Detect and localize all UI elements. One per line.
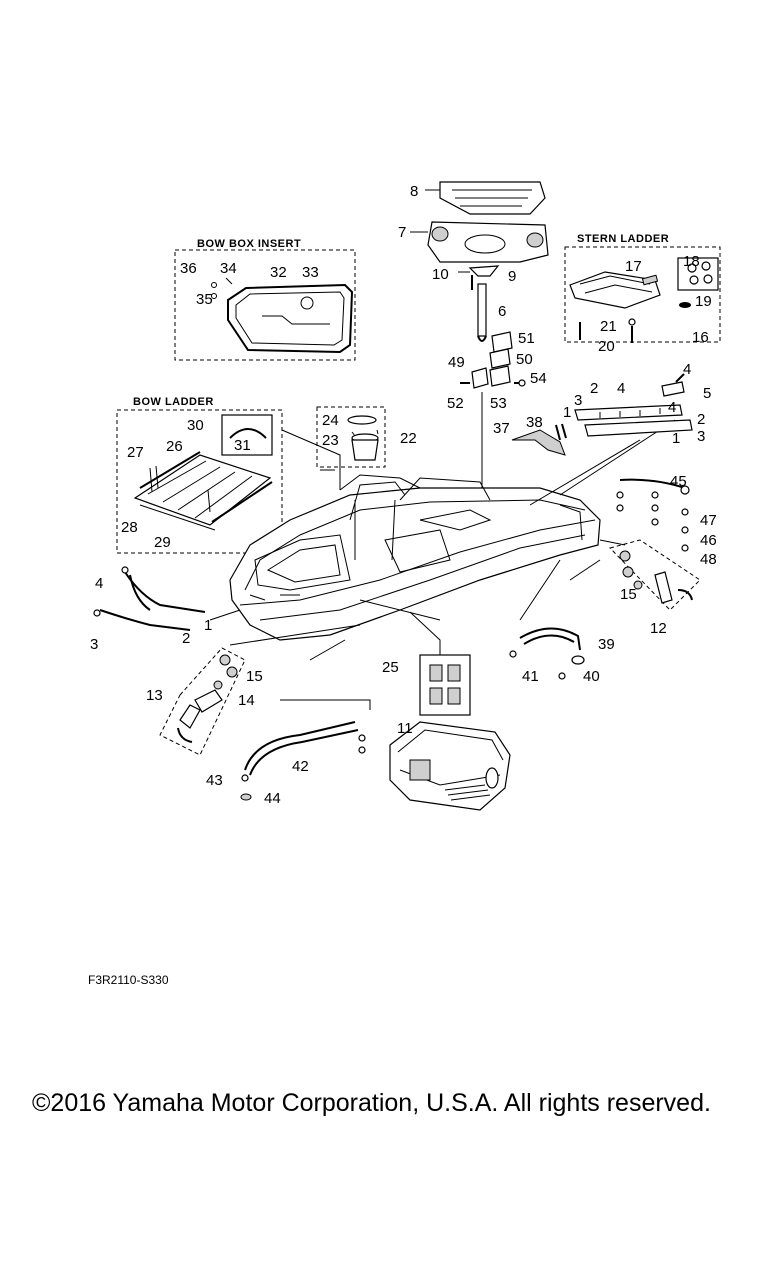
callout-22: 22 bbox=[400, 430, 417, 447]
stern-rail-parts bbox=[574, 373, 693, 437]
callout-35: 35 bbox=[196, 291, 213, 308]
callout-48: 48 bbox=[700, 551, 717, 568]
callout-20: 20 bbox=[598, 338, 615, 355]
callout-43: 43 bbox=[206, 772, 223, 789]
callout-25: 25 bbox=[382, 659, 399, 676]
stern-ladder-title: STERN LADDER bbox=[577, 233, 669, 245]
callout-6: 6 bbox=[498, 303, 506, 320]
cooler-part bbox=[389, 721, 511, 811]
callout-47: 47 bbox=[700, 512, 717, 529]
callout-44: 44 bbox=[264, 790, 281, 807]
callout-16: 16 bbox=[692, 329, 709, 346]
callout-12: 12 bbox=[650, 620, 667, 637]
callout-3c: 3 bbox=[90, 636, 98, 653]
callout-9: 9 bbox=[508, 268, 516, 285]
grab-bracket-parts bbox=[511, 423, 567, 456]
callout-4d: 4 bbox=[95, 575, 103, 592]
callout-29: 29 bbox=[154, 534, 171, 551]
bow-ladder-title: BOW LADDER bbox=[133, 396, 214, 408]
copyright-notice: ©2016 Yamaha Motor Corporation, U.S.A. A… bbox=[32, 1089, 711, 1117]
callout-15b: 15 bbox=[246, 668, 263, 685]
callout-40: 40 bbox=[583, 668, 600, 685]
callout-18: 18 bbox=[683, 253, 700, 270]
callout-23: 23 bbox=[322, 432, 339, 449]
callout-26: 26 bbox=[166, 438, 183, 455]
callout-17: 17 bbox=[625, 258, 642, 275]
callout-42: 42 bbox=[292, 758, 309, 775]
callout-10: 10 bbox=[432, 266, 449, 283]
callout-45: 45 bbox=[670, 473, 687, 490]
boat-hull bbox=[229, 474, 601, 641]
cup-holder-parts bbox=[316, 406, 386, 468]
callout-53: 53 bbox=[490, 395, 507, 412]
figure-code: F3R2110-S330 bbox=[88, 973, 169, 987]
callout-49: 49 bbox=[448, 354, 465, 371]
callout-4c: 4 bbox=[668, 399, 676, 416]
callout-38: 38 bbox=[526, 414, 543, 431]
callout-4b: 4 bbox=[617, 380, 625, 397]
callout-37: 37 bbox=[493, 420, 510, 437]
callout-21: 21 bbox=[600, 318, 617, 335]
callout-24: 24 bbox=[322, 412, 339, 429]
callout-15a: 15 bbox=[620, 586, 637, 603]
callout-numbers: 8 7 10 9 6 51 49 50 54 52 53 36 34 32 33… bbox=[90, 183, 717, 807]
callout-4a: 4 bbox=[683, 361, 691, 378]
handle-parts bbox=[509, 627, 585, 680]
callout-36: 36 bbox=[180, 260, 197, 277]
callout-2b: 2 bbox=[697, 411, 705, 428]
callout-46: 46 bbox=[700, 532, 717, 549]
callout-19: 19 bbox=[695, 293, 712, 310]
stern-ladder-panel: STERN LADDER bbox=[564, 233, 721, 343]
callout-5: 5 bbox=[703, 385, 711, 402]
callout-51: 51 bbox=[518, 330, 535, 347]
callout-28: 28 bbox=[121, 519, 138, 536]
callout-50: 50 bbox=[516, 351, 533, 368]
bow-rails bbox=[93, 566, 206, 631]
callout-41: 41 bbox=[522, 668, 539, 685]
callout-1b: 1 bbox=[672, 430, 680, 447]
callout-2a: 2 bbox=[590, 380, 598, 397]
top-parts bbox=[427, 181, 549, 389]
bow-box-insert-panel: BOW BOX INSERT bbox=[174, 238, 356, 361]
bow-box-insert-title: BOW BOX INSERT bbox=[197, 238, 301, 250]
left-fittings bbox=[159, 647, 246, 756]
callout-7: 7 bbox=[398, 224, 406, 241]
callout-3b: 3 bbox=[697, 428, 705, 445]
callout-54: 54 bbox=[530, 370, 547, 387]
callout-52: 52 bbox=[447, 395, 464, 412]
callout-31: 31 bbox=[234, 437, 251, 454]
cleat-parts bbox=[419, 654, 471, 716]
callout-39: 39 bbox=[598, 636, 615, 653]
callout-8: 8 bbox=[410, 183, 418, 200]
callout-13: 13 bbox=[146, 687, 163, 704]
callout-27: 27 bbox=[127, 444, 144, 461]
callout-1c: 1 bbox=[204, 617, 212, 634]
callout-33: 33 bbox=[302, 264, 319, 281]
callout-3a: 3 bbox=[574, 392, 582, 409]
callout-32: 32 bbox=[270, 264, 287, 281]
lower-rail-parts bbox=[240, 721, 366, 801]
bow-ladder-panel: BOW LADDER bbox=[116, 396, 283, 554]
callout-30: 30 bbox=[187, 417, 204, 434]
callout-34: 34 bbox=[220, 260, 237, 277]
callout-11: 11 bbox=[397, 720, 413, 737]
right-fittings bbox=[609, 478, 701, 611]
callout-14: 14 bbox=[238, 692, 255, 709]
callout-2c: 2 bbox=[182, 630, 190, 647]
callout-1a: 1 bbox=[563, 404, 571, 421]
